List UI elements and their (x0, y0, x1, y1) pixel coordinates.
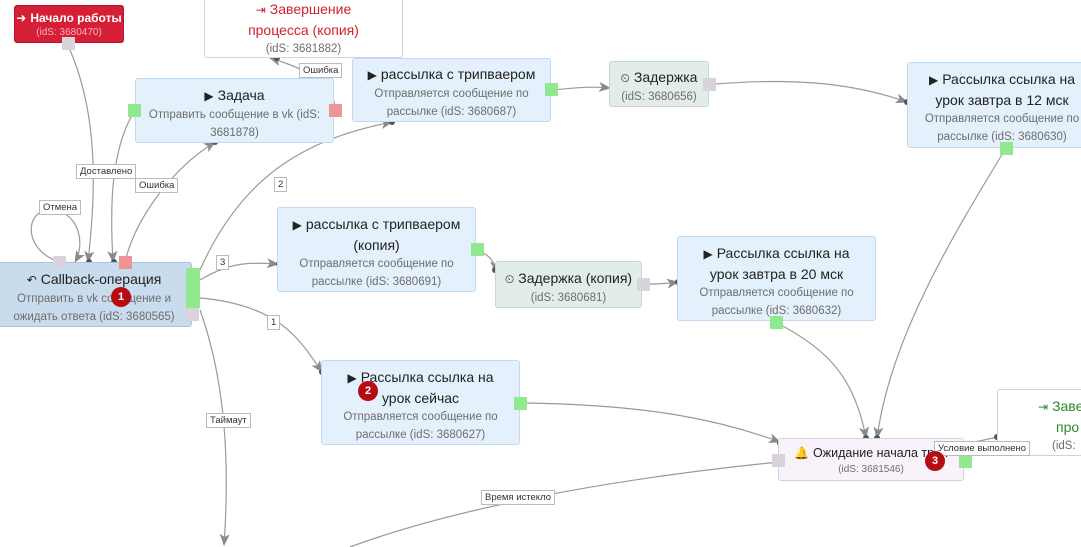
edge-label-branch-3: 3 (216, 255, 230, 270)
delay-copy-output-port[interactable] (637, 278, 650, 291)
edge-label-branch-1: 1 (267, 315, 281, 330)
edge-label-error: Ошибка (135, 178, 179, 193)
play-icon: ▶ (292, 218, 302, 232)
node-title-line2: про (1056, 419, 1080, 435)
node-title: ⏲Задержка (610, 62, 708, 88)
sign-in-icon: ➜ (16, 11, 27, 25)
node-title: ⇥Заве (998, 390, 1081, 417)
edge-wait-expired (349, 461, 780, 547)
node-title: ▶Задача (136, 79, 333, 106)
edge-label-cancel: Отмена (39, 200, 82, 215)
node-title: ⏲Задержка (копия) (496, 262, 641, 289)
wait-timeout-port[interactable] (772, 454, 785, 467)
node-desc: (idS: (1052, 440, 1076, 452)
edge-tripwire-delay1 (551, 81, 611, 92)
node-delay[interactable]: ⏲Задержка (idS: 3680656) (609, 61, 709, 107)
node-title: ▶Рассылка ссылка на урок сейчас (347, 369, 494, 406)
node-desc: (idS: 3681546) (838, 464, 904, 475)
link20-output-port[interactable] (770, 316, 783, 329)
node-title: ⇥Завершение процесса (копия) (248, 1, 359, 38)
node-finish-copy[interactable]: ⇥Завершение процесса (копия) (idS: 36818… (204, 0, 403, 58)
bell-icon: 🔔 (794, 446, 810, 460)
tripwire-copy-output-port[interactable] (471, 243, 484, 256)
node-desc: (idS: 3680470) (36, 27, 102, 38)
start-output-port[interactable] (62, 37, 75, 50)
play-icon: ▶ (367, 68, 377, 82)
node-desc: Отправить в vk сообщение и ожидать ответ… (13, 293, 175, 323)
node-title: ▶Рассылка ссылка на урок завтра в 12 мск (928, 71, 1076, 108)
edge-link20-wait (776, 322, 869, 439)
edge-label-condition-met: Условие выполнено (934, 441, 1031, 456)
node-tripwire-copy[interactable]: ▶рассылка с трипваером (копия) Отправляе… (277, 207, 476, 292)
node-delay-copy[interactable]: ⏲Задержка (копия) (idS: 3680681) (495, 261, 642, 308)
play-icon: ▶ (928, 73, 939, 87)
edge-link12-wait (873, 147, 1007, 439)
node-title: ↶Callback-операция (0, 263, 191, 290)
task-success-port[interactable] (128, 104, 141, 117)
node-link-12[interactable]: ▶Рассылка ссылка на урок завтра в 12 мск… (907, 62, 1081, 148)
edge-callback-error-task (124, 141, 216, 263)
node-tripwire[interactable]: ▶рассылка с трипваером Отправляется сооб… (352, 58, 551, 122)
counter-badge: 3 (925, 451, 945, 471)
node-desc: Отправить сообщение в vk (idS: 3681878) (148, 109, 321, 139)
node-callback[interactable]: ↶Callback-операция Отправить в vk сообще… (0, 262, 192, 327)
node-desc: (idS: 3680681) (530, 292, 607, 304)
sign-out-icon: ⇥ (255, 3, 266, 17)
sign-out-icon: ⇥ (1038, 400, 1049, 414)
node-title: ▶рассылка с трипваером (353, 59, 550, 85)
callback-cancel-port[interactable] (53, 256, 66, 269)
play-icon: ▶ (703, 247, 713, 261)
counter-badge: 1 (111, 287, 131, 307)
edge-linknow-wait (526, 402, 781, 443)
edge-label-timeout: Таймаут (206, 413, 251, 428)
node-title: ▶рассылка с трипваером (копия) (292, 216, 461, 253)
node-link-now[interactable]: ▶Рассылка ссылка на урок сейчас Отправля… (321, 360, 520, 445)
callback-error-port[interactable] (119, 256, 132, 269)
node-desc: Отправляется сообщение по рассылке (idS:… (374, 88, 529, 118)
play-icon: ▶ (347, 371, 357, 385)
edge-delay1-link12 (715, 80, 908, 104)
edge-label-delivered: Доставлено (76, 164, 137, 179)
node-title: ➜Начало работы (16, 11, 122, 25)
node-link-20[interactable]: ▶Рассылка ссылка на урок завтра в 20 мск… (677, 236, 876, 321)
edge-label-branch-2: 2 (274, 177, 288, 192)
node-title: ▶Рассылка ссылка на урок завтра в 20 мск (703, 245, 850, 282)
node-desc: (idS: 3680656) (621, 91, 697, 103)
edge-callback-1-linknow (199, 297, 323, 373)
edge-callback-3-tripwirecopy (199, 258, 279, 281)
edge-callback-2-tripwire (199, 119, 393, 271)
node-title: 🔔Ожидание начала трен (779, 439, 963, 463)
link12-output-port[interactable] (1000, 142, 1013, 155)
reply-icon: ↶ (26, 273, 37, 287)
tripwire-output-port[interactable] (545, 83, 558, 96)
node-desc: Отправляется сообщение по рассылке (idS:… (299, 258, 454, 288)
edge-label-error: Ошибка (299, 63, 343, 78)
task-error-port[interactable] (329, 104, 342, 117)
node-desc: Отправляется сообщение по рассылке (idS:… (343, 411, 498, 441)
node-desc: Отправляется сообщение по рассылке (idS:… (699, 287, 854, 317)
delay-output-port[interactable] (703, 78, 716, 91)
clock-icon: ⏲ (620, 71, 630, 85)
edge-label-time-expired: Время истекло (481, 490, 555, 505)
edge-task-delivered-callback (107, 109, 136, 263)
node-desc: (idS: 3681882) (265, 43, 342, 55)
link-now-output-port[interactable] (514, 397, 527, 410)
node-desc: Отправляется сообщение по рассылке (idS:… (924, 113, 1080, 143)
edge-start-callback (69, 49, 95, 263)
node-task[interactable]: ▶Задача Отправить сообщение в vk (idS: 3… (135, 78, 334, 143)
play-icon: ▶ (204, 89, 214, 103)
edge-callback-cancel-loop (30, 209, 85, 263)
wait-condition-port[interactable] (959, 455, 972, 468)
callback-branch-ports[interactable] (186, 268, 200, 308)
clock-icon: ⏲ (504, 272, 515, 286)
callback-timeout-port[interactable] (186, 308, 199, 321)
counter-badge: 2 (358, 381, 378, 401)
